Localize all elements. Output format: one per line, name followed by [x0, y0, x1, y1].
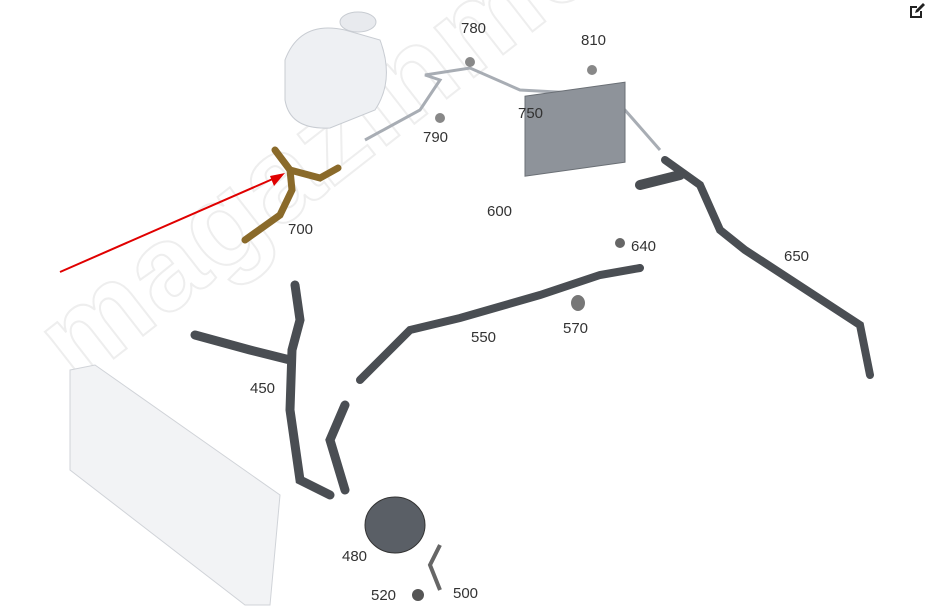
callout-600[interactable]: 600 [487, 203, 513, 220]
callout-810[interactable]: 810 [581, 32, 607, 49]
callout-550[interactable]: 550 [471, 329, 497, 346]
callout-640[interactable]: 640 [631, 238, 657, 255]
callout-650[interactable]: 650 [784, 248, 810, 265]
clip-810 [587, 65, 597, 75]
arrow-head [270, 173, 285, 186]
callout-450[interactable]: 450 [250, 380, 276, 397]
callout-570[interactable]: 570 [563, 320, 589, 337]
callout-750[interactable]: 750 [518, 105, 544, 122]
hose-700 [241, 146, 342, 244]
bracket-500 [427, 544, 442, 591]
hose-550 [356, 264, 644, 384]
radiator [69, 364, 281, 606]
callout-520[interactable]: 520 [371, 587, 397, 604]
callout-480[interactable]: 480 [342, 548, 368, 565]
hose-450 [190, 280, 350, 500]
pointer-arrow [59, 177, 276, 273]
bolt-520 [412, 589, 424, 601]
bolt-640 [615, 238, 625, 248]
clip-780 [465, 57, 475, 67]
edit-icon[interactable] [908, 2, 926, 20]
tank-cap [339, 11, 377, 33]
expansion-tank [284, 27, 387, 129]
callout-790[interactable]: 790 [423, 129, 449, 146]
hose-650-branch [635, 170, 685, 190]
clip-790 [435, 113, 445, 123]
callout-780[interactable]: 780 [461, 20, 487, 37]
callout-500[interactable]: 500 [453, 585, 479, 602]
hose-650 [661, 156, 874, 379]
part-570 [571, 295, 585, 311]
callout-700[interactable]: 700 [288, 221, 314, 238]
heater-600 [524, 81, 626, 177]
pump-480 [364, 496, 426, 554]
